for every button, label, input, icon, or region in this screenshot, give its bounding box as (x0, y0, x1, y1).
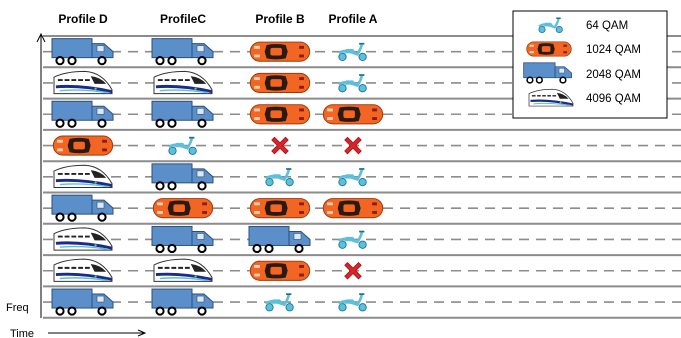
train-icon (152, 69, 214, 96)
freq-axis (36, 32, 46, 318)
car-icon (322, 198, 384, 219)
scooter-icon (337, 42, 368, 62)
train-icon (152, 257, 214, 283)
truck-icon (51, 37, 114, 66)
truck-icon (51, 100, 114, 128)
header-profile-b: Profile B (255, 12, 305, 26)
scooter-icon (167, 136, 198, 156)
train-icon (52, 69, 114, 96)
car-icon (322, 104, 384, 125)
header-profile-c: ProfileC (160, 12, 206, 26)
car-icon (249, 260, 311, 281)
legend-label-2048qam: 2048 QAM (586, 69, 641, 81)
scooter-icon (337, 292, 368, 313)
car-icon (152, 198, 214, 219)
legend-label-4096qam: 4096 QAM (586, 93, 641, 105)
legend-label-64qam: 64 QAM (586, 20, 628, 32)
train-icon (52, 163, 114, 189)
header-profile-d: Profile D (58, 12, 108, 26)
train-icon (52, 226, 114, 252)
truck-icon (248, 225, 311, 254)
truck-icon (151, 162, 214, 191)
time-axis (48, 329, 147, 337)
scooter-icon (337, 230, 368, 250)
scooter-icon (337, 167, 368, 188)
header-profile-a: Profile A (329, 12, 378, 26)
car-icon (249, 198, 311, 219)
train-icon (52, 257, 114, 283)
freq-axis-label: Freq (6, 302, 29, 314)
legend: 64 QAM 1024 QAM 2048 QAM 4096 QAM (512, 10, 668, 119)
time-axis-label: Time (10, 328, 34, 338)
truck-icon (151, 288, 214, 316)
truck-icon (51, 194, 114, 222)
truck-icon (151, 100, 214, 128)
car-icon (249, 41, 311, 62)
scooter-icon (337, 73, 368, 94)
legend-label-1024qam: 1024 QAM (586, 44, 641, 56)
car-icon (249, 104, 311, 125)
truck-icon (51, 288, 114, 316)
legend-car-icon (526, 41, 572, 57)
truck-icon (151, 37, 214, 66)
car-icon (249, 72, 311, 94)
car-icon (52, 135, 114, 156)
truck-icon (151, 225, 214, 254)
